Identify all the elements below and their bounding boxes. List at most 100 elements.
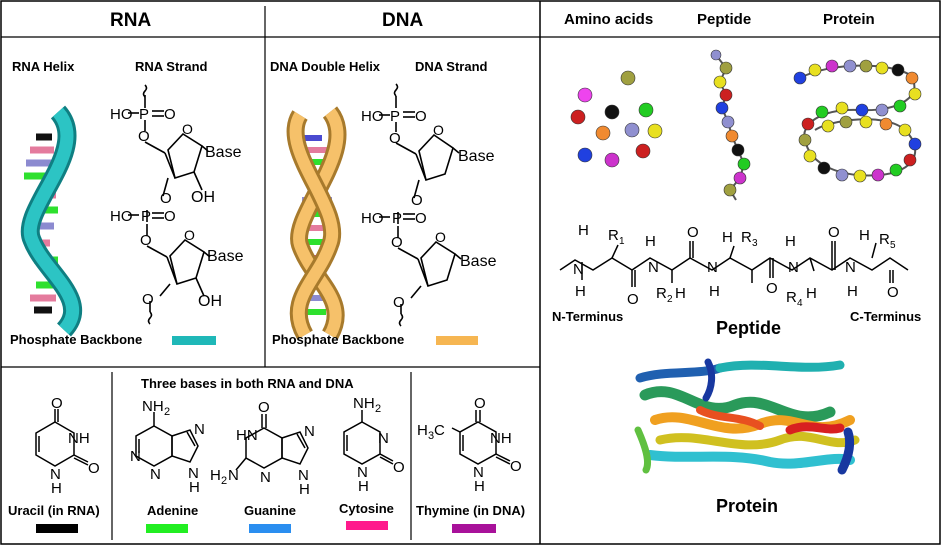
svg-text:O: O <box>160 190 172 207</box>
svg-text:H: H <box>578 222 589 239</box>
cytosine-label: Cytosine <box>339 501 394 516</box>
svg-text:N: N <box>845 259 856 276</box>
svg-text:R: R <box>741 229 752 246</box>
svg-text:O: O <box>51 395 63 412</box>
svg-text:N: N <box>648 259 659 276</box>
svg-text:N: N <box>707 259 718 276</box>
rna-oh-label-2: OH <box>198 293 222 310</box>
peptide-header: Peptide <box>697 11 752 28</box>
svg-text:R: R <box>879 231 890 248</box>
svg-text:H: H <box>675 285 686 302</box>
svg-text:NH: NH <box>353 395 375 412</box>
svg-text:N: N <box>194 421 205 438</box>
dna-helix-title: DNA Double Helix <box>270 59 381 74</box>
svg-text:O: O <box>435 229 446 245</box>
svg-text:N: N <box>357 464 368 481</box>
svg-text:3: 3 <box>752 238 758 249</box>
amino-acid-balls <box>570 70 663 168</box>
protein-bead-chain <box>793 59 922 183</box>
svg-text:O: O <box>474 395 486 412</box>
peptide-formula <box>559 241 909 287</box>
rna-base-label-1: Base <box>205 144 242 161</box>
svg-text:2: 2 <box>375 403 381 415</box>
uracil-structure <box>35 409 89 467</box>
protein-ribbon <box>634 358 860 475</box>
rna-header: RNA <box>110 10 152 31</box>
svg-text:NH: NH <box>490 430 512 447</box>
svg-text:R: R <box>608 227 619 244</box>
dna-strand-title: DNA Strand <box>415 59 488 74</box>
thymine-structure <box>451 410 511 465</box>
svg-text:N: N <box>130 448 141 465</box>
svg-text:O: O <box>182 121 193 137</box>
svg-text:N: N <box>188 465 199 482</box>
rna-strand-title: RNA Strand <box>135 59 208 74</box>
svg-text:HO: HO <box>361 108 384 125</box>
svg-text:H: H <box>189 479 200 496</box>
svg-text:N: N <box>378 430 389 447</box>
svg-text:N: N <box>260 469 271 486</box>
svg-text:2: 2 <box>667 294 673 305</box>
svg-text:O: O <box>828 224 840 241</box>
amino-acids-header: Amino acids <box>564 11 654 28</box>
svg-text:HO: HO <box>110 208 133 225</box>
svg-text:N: N <box>150 466 161 483</box>
thymine-swatch <box>452 524 496 533</box>
svg-text:O: O <box>393 294 405 311</box>
svg-text:O: O <box>258 399 270 416</box>
cytosine-swatch <box>346 521 388 530</box>
svg-text:H: H <box>847 283 858 300</box>
svg-text:O: O <box>433 122 444 138</box>
svg-text:H: H <box>51 480 62 497</box>
svg-text:P: P <box>390 108 400 125</box>
svg-text:H: H <box>575 283 586 300</box>
svg-text:O: O <box>510 458 522 475</box>
guanine-structure <box>235 414 309 471</box>
dna-strand-structure <box>379 83 462 327</box>
svg-text:H: H <box>417 422 428 439</box>
svg-text:O: O <box>393 459 405 476</box>
svg-text:O: O <box>389 130 401 147</box>
svg-text:O: O <box>415 108 427 125</box>
svg-text:H: H <box>806 285 817 302</box>
svg-text:O: O <box>164 208 176 225</box>
svg-text:H: H <box>785 233 796 250</box>
svg-text:H: H <box>358 478 369 495</box>
svg-text:P: P <box>141 208 151 225</box>
svg-text:O: O <box>687 224 699 241</box>
svg-text:O: O <box>391 234 403 251</box>
adenine-swatch <box>146 524 188 533</box>
svg-text:N: N <box>573 261 584 278</box>
svg-text:HO: HO <box>110 106 133 123</box>
c-terminus-label: C-Terminus <box>850 309 922 324</box>
svg-text:N: N <box>304 423 315 440</box>
svg-text:3: 3 <box>428 430 434 442</box>
svg-text:O: O <box>138 128 150 145</box>
svg-text:2: 2 <box>221 475 227 487</box>
uracil-label: Uracil (in RNA) <box>8 503 100 518</box>
cytosine-structure <box>343 410 394 465</box>
svg-text:H: H <box>722 229 733 246</box>
svg-text:4: 4 <box>797 298 803 309</box>
svg-text:N: N <box>788 259 799 276</box>
svg-text:H: H <box>709 283 720 300</box>
peptide-chain <box>710 49 751 201</box>
svg-text:NH: NH <box>68 430 90 447</box>
svg-text:5: 5 <box>890 240 896 251</box>
svg-text:O: O <box>411 192 423 209</box>
svg-text:R: R <box>656 285 667 302</box>
svg-text:O: O <box>766 280 778 297</box>
svg-text:1: 1 <box>619 236 625 247</box>
svg-text:O: O <box>142 291 154 308</box>
adenine-structure <box>135 412 199 467</box>
svg-text:H: H <box>859 227 870 244</box>
dna-double-helix <box>286 106 347 340</box>
rna-base-label-2: Base <box>207 248 244 265</box>
svg-text:O: O <box>164 106 176 123</box>
dna-header: DNA <box>382 10 424 31</box>
svg-text:HN: HN <box>236 427 258 444</box>
guanine-label: Guanine <box>244 503 297 518</box>
svg-text:2: 2 <box>164 406 170 418</box>
